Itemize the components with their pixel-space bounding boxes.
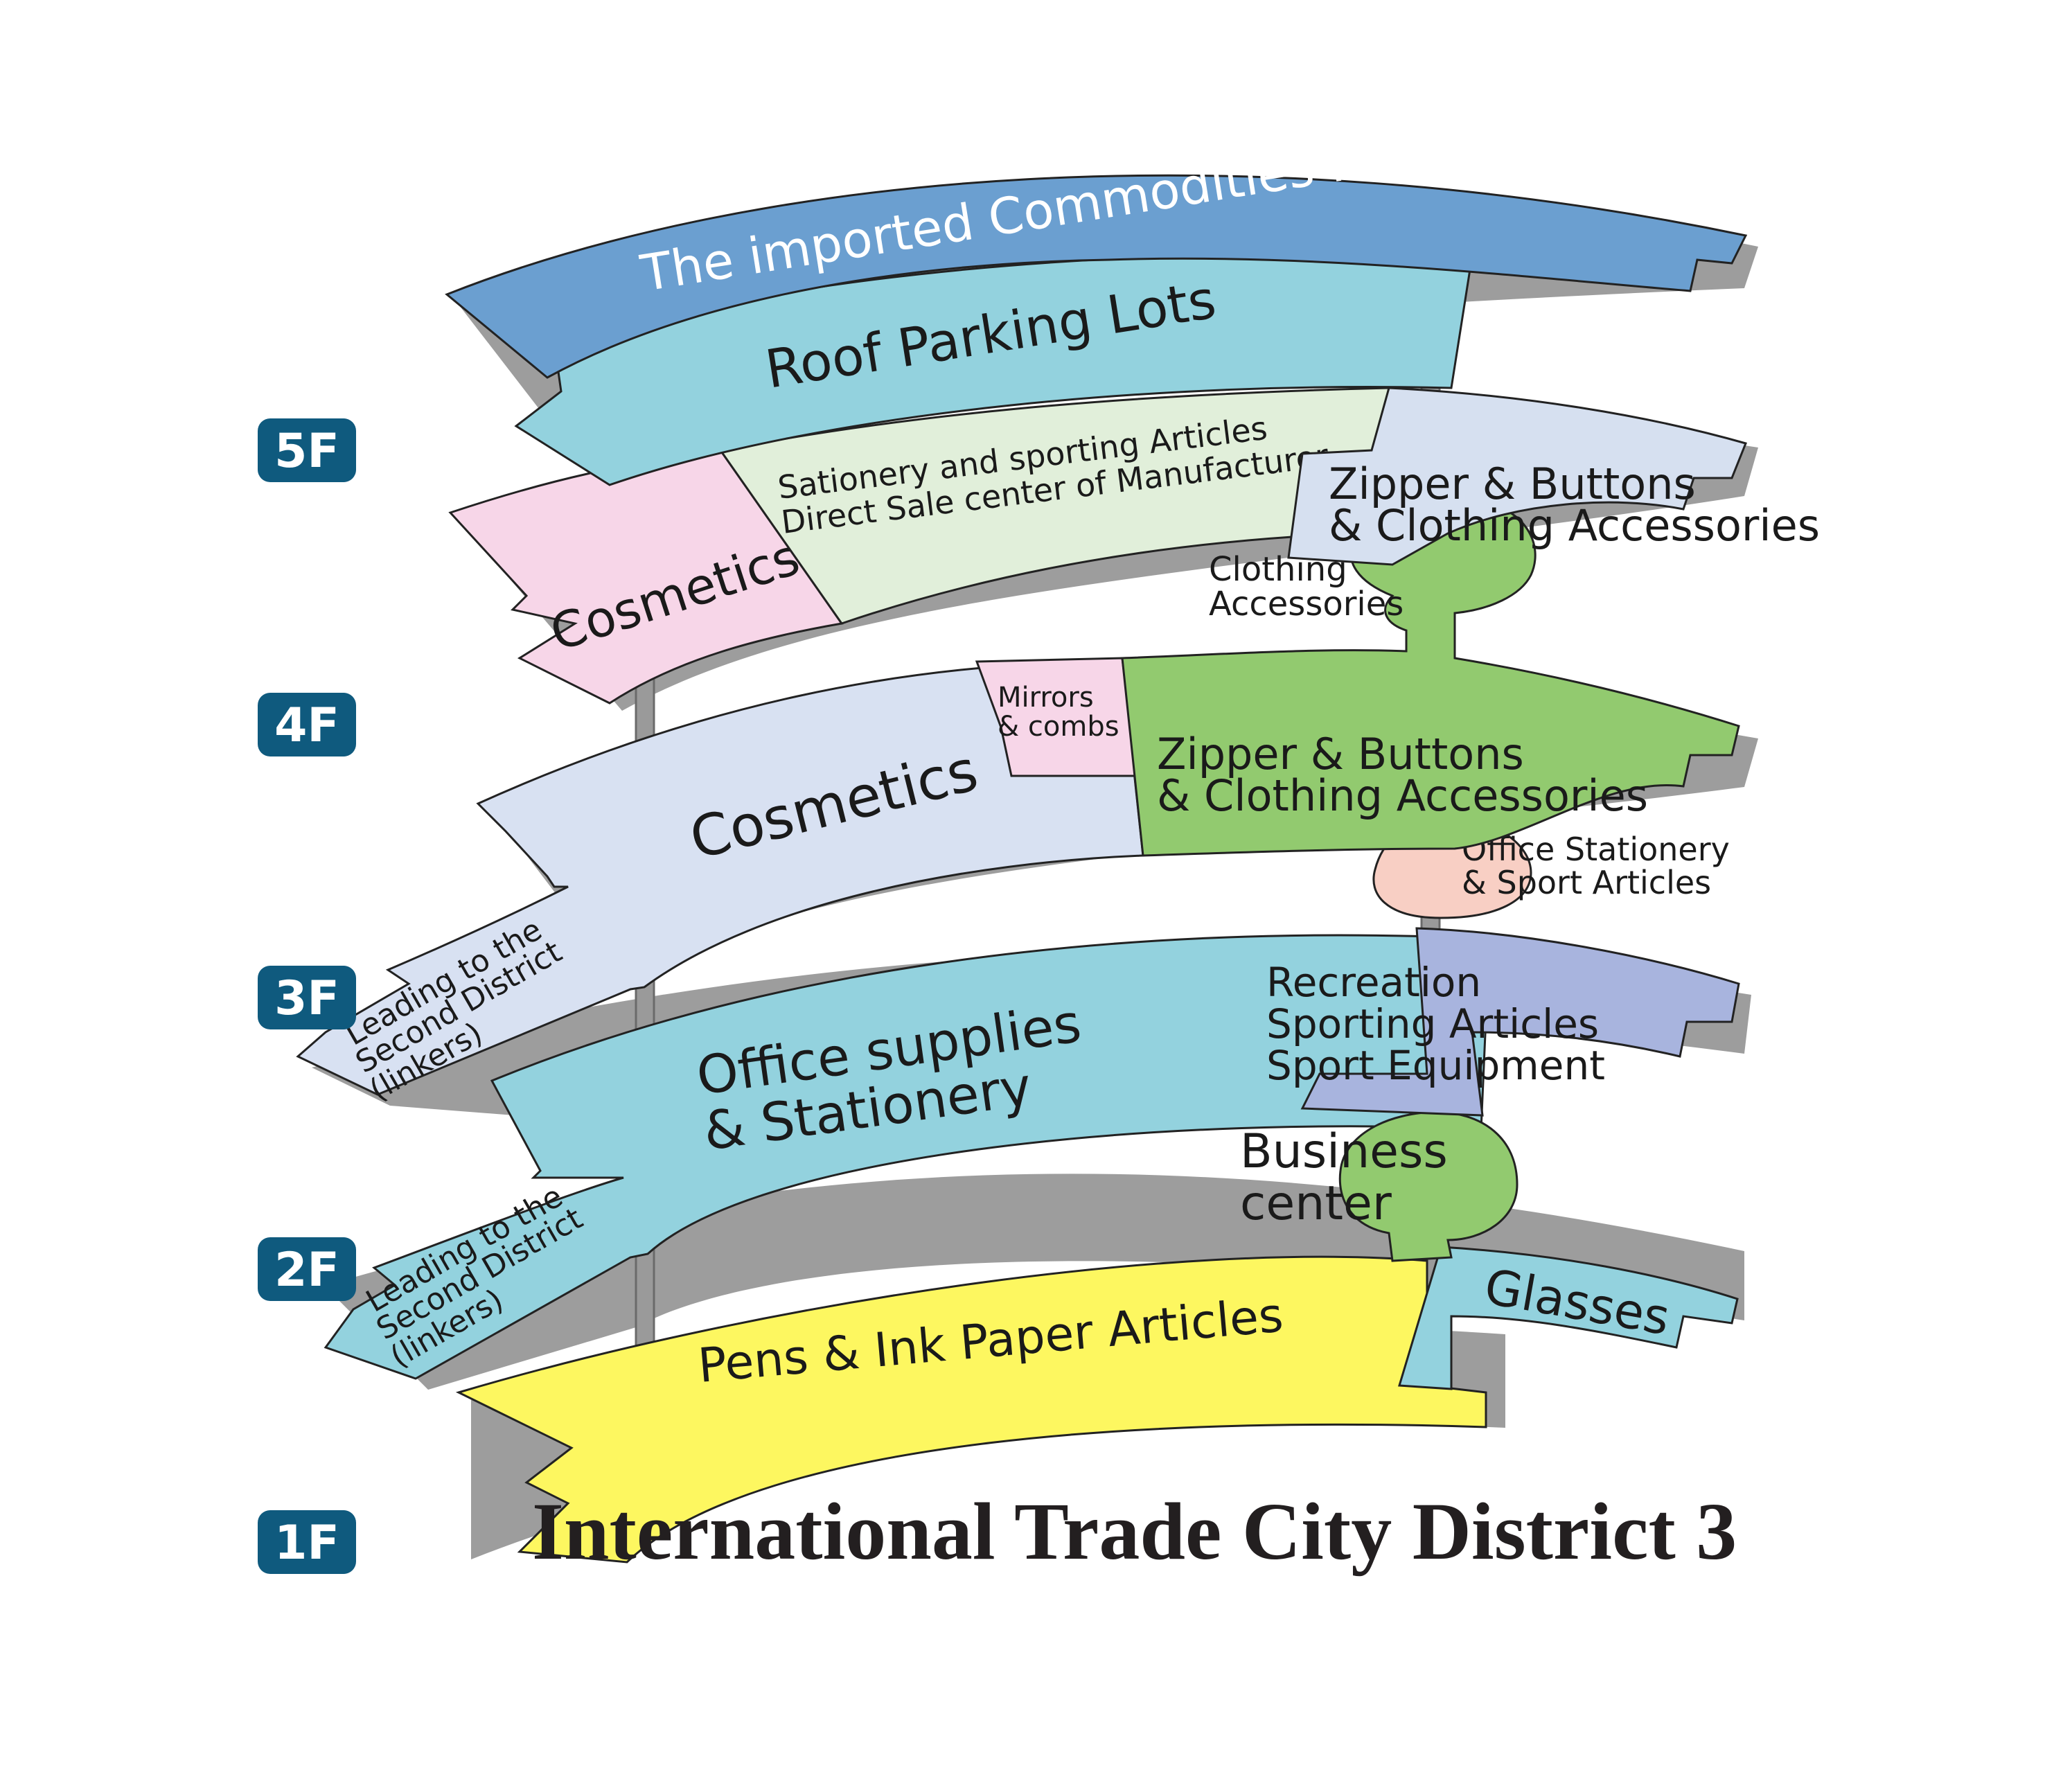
badge-3f-label: 3F <box>274 971 339 1026</box>
floor-badge-3f: 3F <box>258 966 356 1029</box>
zone-clothing-accessories-4f <box>1121 499 1740 857</box>
badge-1f-label: 1F <box>274 1516 339 1570</box>
label-recreation-line1: Recreation <box>1266 959 1481 1006</box>
label-business-line1: Business <box>1240 1124 1448 1179</box>
zone-office-supplies-3f <box>324 934 1491 1380</box>
label-zipper-4f-line2: & Clothing Accessories <box>1157 770 1648 821</box>
label-zipper-4f-line1: Zipper & Buttons <box>1157 729 1524 779</box>
label-office-stationery-line1: Office Stationery <box>1462 831 1730 868</box>
label-clothing-acc-line2: Accessories <box>1209 585 1404 623</box>
label-recreation-line2: Sporting Articles <box>1266 1000 1599 1047</box>
zone-recreation-3f <box>1300 927 1740 1117</box>
zone-imported-mall <box>445 174 1748 379</box>
label-office-stationery-line2: & Sport Articles <box>1462 864 1711 901</box>
label-recreation-line3: Sport Equipment <box>1266 1042 1605 1089</box>
floor-badge-4f: 4F <box>258 693 356 756</box>
zone-zipper-5f <box>1287 387 1748 566</box>
label-mirrors-line2: & combs <box>998 711 1119 743</box>
zone-mirrors-combs-4f <box>975 657 1137 777</box>
label-zipper-5f-line2: & Clothing Accessories <box>1329 500 1820 551</box>
zone-business-center-2f <box>1338 1110 1518 1262</box>
floor-badge-1f: 1F <box>258 1510 356 1574</box>
badge-2f-label: 2F <box>274 1243 339 1298</box>
label-business-line2: center <box>1240 1176 1392 1231</box>
floor-badge-2f: 2F <box>258 1237 356 1301</box>
zone-cosmetics-4f <box>296 660 1144 1096</box>
floor-badge-5f: 5F <box>258 418 356 482</box>
badge-5f-label: 5F <box>274 424 339 479</box>
zone-pens-ink-1f <box>455 1255 1487 1564</box>
zone-glasses-2f <box>1398 1246 1739 1390</box>
badge-4f-label: 4F <box>274 698 339 753</box>
diagram-title: International Trade City District 3 <box>532 1486 1737 1577</box>
label-mirrors-line1: Mirrors <box>998 682 1094 714</box>
label-zipper-5f-line1: Zipper & Buttons <box>1329 459 1696 509</box>
